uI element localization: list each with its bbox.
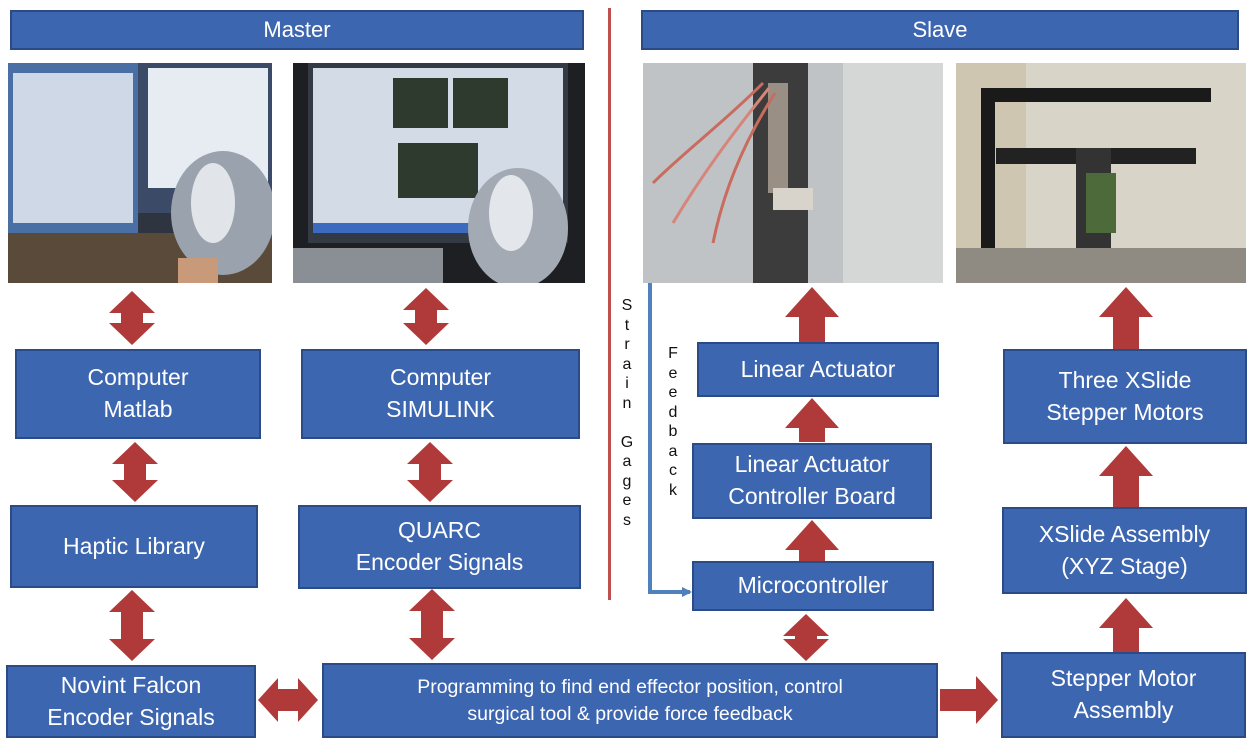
controller-board-line1: Linear Actuator [734,451,890,478]
linear-actuator-label: Linear Actuator [740,355,896,382]
xslide-assembly-line2: (XYZ Stage) [1061,552,1188,579]
computer-matlab-line1: Computer [87,364,189,391]
strain-gages-label: S t r a i n G a g e s [620,297,634,529]
arrow-micro-board [785,520,839,561]
microcontroller-box: Microcontroller [692,561,934,611]
three-xslide-box: Three XSlide Stepper Motors [1003,349,1247,444]
arrow-novint-programming [258,678,318,722]
slave-header-label: Slave [912,16,968,42]
three-xslide-line2: Stepper Motors [1046,398,1204,425]
arrow-board-actuator [785,398,839,442]
novint-falcon-line2: Encoder Signals [47,703,215,730]
xslide-assembly-box: XSlide Assembly (XYZ Stage) [1002,507,1247,594]
photo-haptic-simulink [293,63,585,283]
arrow-programming-microcontroller [783,614,829,661]
photo-haptic-matlab [8,63,272,283]
novint-falcon-box: Novint Falcon Encoder Signals [6,665,256,738]
computer-simulink-line2: SIMULINK [386,396,495,422]
arrow-programming-stepper [940,676,998,724]
computer-simulink-line1: Computer [390,364,491,391]
photo-xyz-stage [956,63,1246,283]
arrow-stepper-xslide [1099,598,1153,652]
computer-matlab-box: Computer Matlab [15,349,261,439]
controller-board-box: Linear Actuator Controller Board [692,443,932,519]
master-header-label: Master [263,16,331,42]
computer-simulink-box: Computer SIMULINK [301,349,580,439]
quarc-box: QUARC Encoder Signals [298,505,581,589]
master-slave-divider [608,8,611,600]
arrow-three-photo [1099,287,1153,349]
quarc-line2: Encoder Signals [355,549,524,575]
master-header: Master [10,10,584,50]
computer-matlab-line2: Matlab [103,396,173,422]
slave-header: Slave [641,10,1239,50]
photo-linear-actuator [643,63,943,283]
programming-box: Programming to find end effector positio… [322,663,938,738]
arrow-computer-haptic [112,442,158,502]
haptic-library-box: Haptic Library [10,505,258,588]
stepper-motor-line2: Assembly [1073,697,1174,723]
arrow-simulink-quarc [407,442,453,502]
haptic-library-label: Haptic Library [63,532,205,559]
microcontroller-label: Microcontroller [737,572,889,599]
novint-falcon-line1: Novint Falcon [60,671,202,698]
arrow-xslide-three [1099,446,1153,507]
arrow-photo1-computer [109,291,155,345]
three-xslide-line1: Three XSlide [1058,366,1192,393]
linear-actuator-box: Linear Actuator [697,342,939,397]
arrow-photo2-simulink [403,288,449,345]
feedback-line [648,283,692,597]
arrow-actuator-photo [785,287,839,342]
stepper-motor-line1: Stepper Motor [1050,665,1197,692]
programming-line1: Programming to find end effector positio… [417,675,843,698]
controller-board-line2: Controller Board [728,483,896,509]
arrow-quarc-programming [409,589,455,660]
arrow-haptic-novint [109,590,155,661]
stepper-motor-box: Stepper Motor Assembly [1001,652,1246,738]
feedback-label: F e e d b a c k [668,345,678,499]
programming-line2: surgical tool & provide force feedback [467,702,793,725]
xslide-assembly-line1: XSlide Assembly [1038,520,1211,547]
quarc-line1: QUARC [397,517,482,544]
